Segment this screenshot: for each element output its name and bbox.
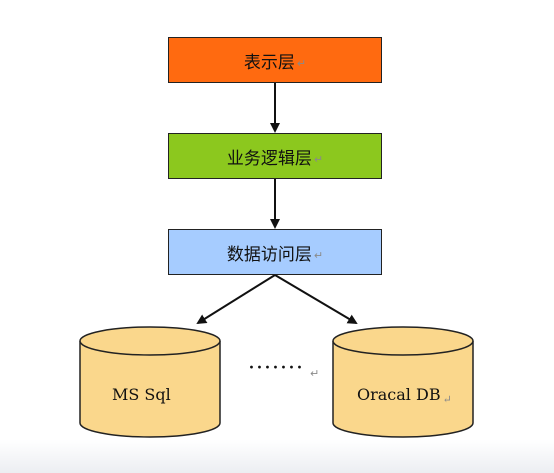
more-databases-ellipsis: ······· (248, 356, 304, 381)
oracle-database-cylinder (332, 326, 474, 438)
paragraph-mark-icon: ↵ (310, 367, 320, 380)
presentation-layer-box: 表示层↵ (168, 37, 382, 83)
mssql-label-text: MS Sql (112, 385, 171, 404)
data-access-layer-box: 数据访问层↵ (168, 229, 382, 275)
mssql-database-label: MS Sql (112, 385, 171, 404)
business-logic-layer-box: 业务逻辑层↵ (168, 133, 382, 179)
arrow-data-to-oracle (274, 274, 358, 325)
business-logic-layer-label: 业务逻辑层 (226, 148, 312, 169)
paragraph-mark-icon: ↵ (313, 248, 324, 262)
presentation-layer-label: 表示层 (243, 52, 295, 73)
paragraph-mark-icon: ↵ (296, 56, 307, 70)
arrow-data-to-mssql (196, 274, 276, 325)
paragraph-mark-icon: ↵ (313, 152, 324, 166)
paragraph-mark-icon: ↵ (442, 393, 452, 406)
oracle-database-label: Oracal DB↵ (357, 385, 452, 406)
data-access-layer-label: 数据访问层 (226, 244, 312, 265)
mssql-database-cylinder (79, 326, 221, 438)
oracle-label-text: Oracal DB (357, 385, 441, 404)
